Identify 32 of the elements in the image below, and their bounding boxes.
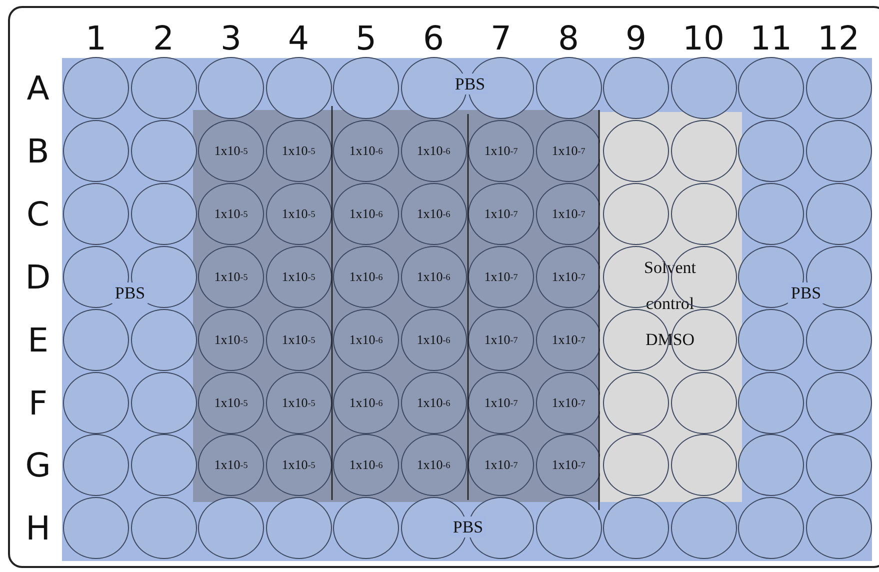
row-letter: F (28, 386, 48, 419)
well (670, 120, 736, 182)
column-number: 5 (356, 22, 376, 54)
row-letter: H (26, 512, 50, 545)
column-number: 1 (86, 22, 106, 54)
column-number: 7 (490, 22, 512, 54)
column-number: 3 (220, 22, 242, 54)
well (670, 372, 736, 434)
well (670, 434, 736, 496)
region-label: PBS (112, 282, 148, 304)
column-number: 10 (682, 22, 724, 54)
column-number: 12 (818, 22, 860, 54)
column-number: 8 (558, 22, 579, 54)
well (603, 182, 669, 245)
dilution-band (193, 110, 600, 502)
row-letter: D (25, 260, 51, 294)
well (670, 182, 736, 245)
solvent-control-band (600, 112, 742, 502)
column-number: 4 (288, 22, 309, 54)
column-number: 9 (626, 22, 646, 54)
column-number: 2 (153, 22, 174, 54)
region-label: PBS (788, 282, 824, 304)
well (603, 434, 669, 496)
row-letter: B (26, 134, 50, 168)
well (603, 120, 669, 182)
column-number: 11 (750, 22, 792, 54)
row-letter: E (28, 323, 48, 356)
well (603, 372, 669, 434)
row-letter: G (25, 448, 51, 482)
row-letter: A (26, 72, 50, 104)
column-number: 6 (423, 22, 444, 54)
row-letter: C (26, 197, 50, 230)
